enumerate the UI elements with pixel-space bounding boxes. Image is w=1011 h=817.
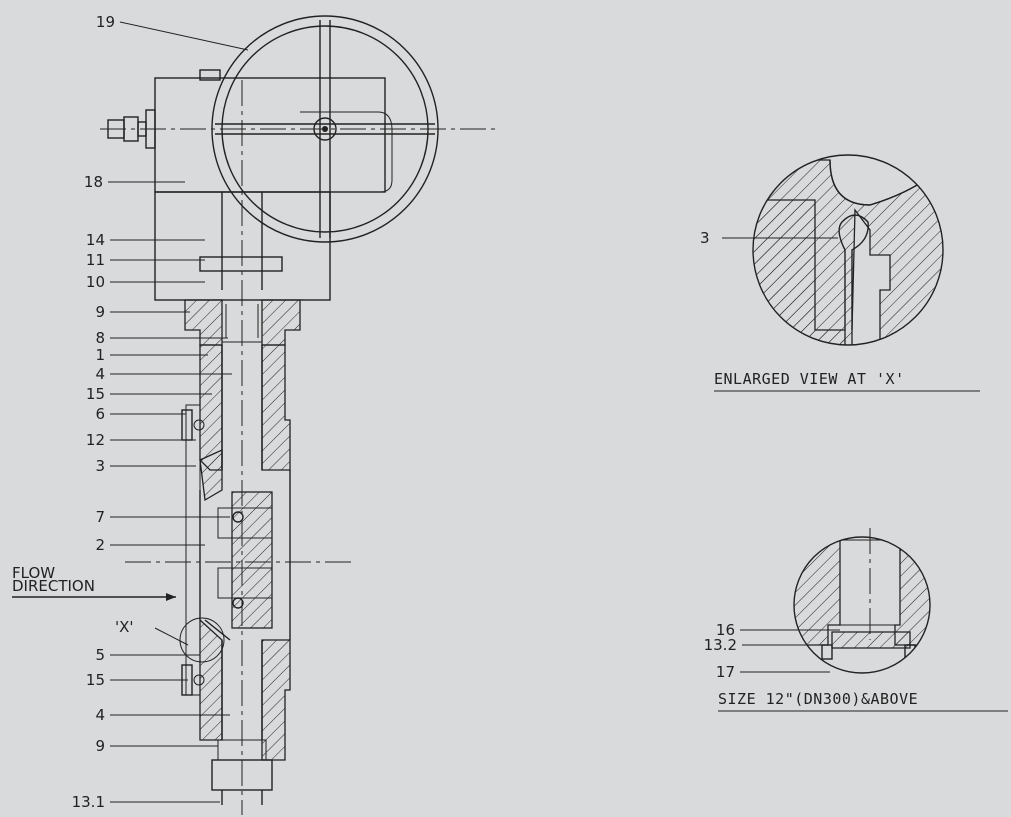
- enlarged-view-caption: ENLARGED VIEW AT 'X': [714, 370, 905, 388]
- detail-x-circle: [179, 617, 225, 663]
- body-top-flange: [184, 299, 301, 346]
- part-label-10: 10: [86, 273, 105, 291]
- part-label-19: 19: [96, 13, 115, 31]
- part-label-7: 7: [95, 508, 105, 526]
- part-leader-19: [119, 21, 249, 51]
- part-label-2: 2: [95, 536, 105, 554]
- handwheel: [211, 15, 439, 243]
- part-label-6: 6: [95, 405, 105, 423]
- flow-direction-arrow: [12, 593, 176, 601]
- part-label-11: 11: [86, 251, 105, 269]
- enlarged-label-3: 3: [700, 229, 710, 247]
- body-neck: [199, 344, 291, 471]
- part-label-9a: 9: [95, 303, 105, 321]
- part-label-5: 5: [95, 646, 105, 664]
- part-label-3: 3: [95, 457, 105, 475]
- size-leader-lines: [740, 629, 840, 673]
- size-part-label-16: 16: [716, 621, 735, 639]
- flow-label-line1: FLOW: [12, 564, 55, 582]
- part-label-15b: 15: [86, 671, 105, 689]
- size-part-label-17: 17: [716, 663, 735, 681]
- part-label-4a: 4: [95, 365, 105, 383]
- disc: [199, 448, 291, 641]
- flow-label-line2: DIRECTION: [12, 577, 95, 595]
- part-label-13.1: 13.1: [72, 793, 105, 811]
- size-detail-caption: SIZE 12"(DN300)&ABOVE: [718, 690, 918, 708]
- part-label-1: 1: [95, 346, 105, 364]
- part-label-8: 8: [95, 329, 105, 347]
- size-part-label-13.2: 13.2: [704, 636, 737, 654]
- body-lower: [199, 618, 291, 805]
- gearbox-housing: [154, 69, 393, 301]
- part-label-4b: 4: [95, 706, 105, 724]
- detail-x-marker: 'X': [115, 618, 134, 636]
- part-label-9b: 9: [95, 737, 105, 755]
- part-label-15a: 15: [86, 385, 105, 403]
- part-label-18: 18: [84, 173, 103, 191]
- enlarged-view: 3 ENLARGED VIEW AT 'X': [700, 154, 980, 392]
- main-leader-lines: [108, 21, 249, 803]
- part-label-12: 12: [86, 431, 105, 449]
- part-label-14: 14: [86, 231, 105, 249]
- stem: [199, 80, 283, 815]
